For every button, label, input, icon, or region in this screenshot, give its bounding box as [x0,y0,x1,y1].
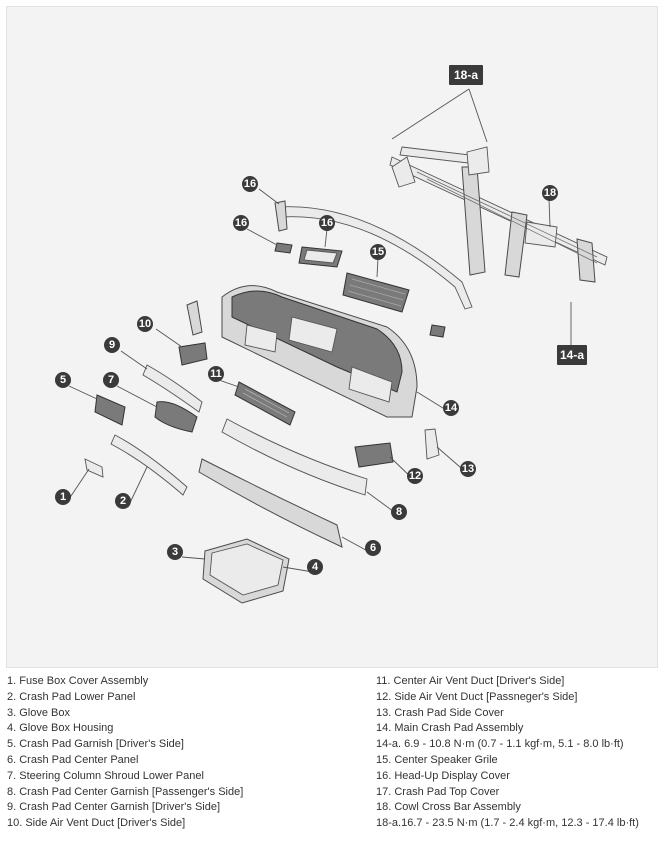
callout-6: 6 [365,540,381,556]
legend-item: 14. Main Crash Pad Assembly [376,722,524,735]
callout-15: 15 [370,244,386,260]
torque-tag-18a-label: 18-a [454,68,478,82]
legend-item: 13. Crash Pad Side Cover [376,706,504,719]
legend-item: 14-a. 6.9 - 10.8 N·m (0.7 - 1.1 kgf·m, 5… [376,738,624,751]
callout-9-label: 9 [109,339,115,351]
glove-box [202,538,290,604]
legend-item: 5. Crash Pad Garnish [Driver's Side] [7,738,184,751]
callout-9: 9 [104,337,120,353]
callout-1-label: 1 [60,491,66,503]
callout-4-label: 4 [312,561,319,573]
legend-left-column: 1. Fuse Box Cover Assembly 2. Crash Pad … [7,674,367,832]
speaker-grille [342,272,410,313]
cowl-cross-bar [389,146,608,283]
callout-8: 8 [391,504,407,520]
callout-16a-label: 16 [235,217,247,229]
legend-item: 16. Head-Up Display Cover [376,769,510,782]
torque-tag-18a: 18-a [449,65,483,85]
callout-4: 4 [307,559,323,575]
callout-1: 1 [55,489,71,505]
callout-15-label: 15 [372,246,384,258]
callout-5-label: 5 [60,374,66,386]
callout-11-label: 11 [210,368,222,380]
torque-tag-14a-label: 14-a [560,348,584,362]
legend-item: 15. Center Speaker Grile [376,753,498,766]
parts-legend: 1. Fuse Box Cover Assembly 2. Crash Pad … [0,674,664,834]
callout-5: 5 [55,372,71,388]
side-vent-passenger [354,442,394,468]
legend-item: 2. Crash Pad Lower Panel [7,690,136,703]
callout-12-label: 12 [409,470,421,482]
callout-13: 13 [460,461,476,477]
fuse-box-cover [84,458,104,478]
callout-10-label: 10 [139,318,151,330]
callout-8-label: 8 [396,506,402,518]
center-garnish-driver [142,364,203,413]
legend-item: 18-a.16.7 - 23.5 N·m (1.7 - 2.4 kgf·m, 1… [376,817,639,830]
callout-6-label: 6 [370,542,376,554]
legend-item: 17. Crash Pad Top Cover [376,785,500,798]
callout-10: 10 [137,316,153,332]
crash-pad-center-panel [198,458,343,548]
crash-pad-top-cover [274,200,473,310]
crash-pad-lower-panel [110,434,188,496]
exploded-diagram: 18-a 14-a 16 18 16 16 15 10 9 11 5 7 14 … [6,6,658,668]
center-vent-duct [234,381,296,426]
callout-2-label: 2 [120,495,126,507]
legend-item: 12. Side Air Vent Duct [Passneger's Side… [376,690,578,703]
callout-16b-label: 16 [321,217,333,229]
legend-item: 11. Center Air Vent Duct [Driver's Side] [376,675,565,687]
legend-right-column: 11. Center Air Vent Duct [Driver's Side]… [376,674,662,832]
side-vent-driver [178,342,208,366]
legend-item: 9. Crash Pad Center Garnish [Driver's Si… [7,801,221,814]
legend-item: 8. Crash Pad Center Garnish [Passenger's… [7,785,244,798]
diagram-canvas: 18-a 14-a 16 18 16 16 15 10 9 11 5 7 14 … [55,65,608,604]
callout-17: 16 [242,176,258,192]
callout-14-label: 14 [445,402,458,414]
callout-16b: 16 [319,215,335,231]
side-bracket [186,300,203,336]
callout-17-label: 16 [244,178,256,190]
callout-11: 11 [208,366,224,382]
callout-2: 2 [115,493,131,509]
legend-item: 6. Crash Pad Center Panel [7,753,139,766]
legend-item: 18. Cowl Cross Bar Assembly [376,801,521,814]
callout-3: 3 [167,544,183,560]
callout-7: 7 [103,372,119,388]
legend-item: 10. Side Air Vent Duct [Driver's Side] [7,817,186,830]
steering-shroud-lower [154,401,198,433]
torque-tag-14a: 14-a [557,345,587,365]
callout-18-label: 18 [544,187,556,199]
legend-item: 1. Fuse Box Cover Assembly [7,675,149,687]
main-crash-pad [221,285,446,418]
legend-item: 3. Glove Box [7,706,70,719]
center-garnish-passenger [221,418,368,496]
callout-7-label: 7 [108,374,114,386]
callout-18: 18 [542,185,558,201]
hud-cover [274,242,343,268]
callout-3-label: 3 [172,546,178,558]
crash-pad-side-cover [424,428,440,460]
callout-16a: 16 [233,215,249,231]
legend-item: 7. Steering Column Shroud Lower Panel [7,769,204,782]
legend-item: 4. Glove Box Housing [7,722,114,735]
callout-14: 14 [443,400,459,416]
callout-13-label: 13 [462,463,474,475]
callout-12: 12 [407,468,423,484]
crash-pad-garnish-driver [94,394,126,426]
